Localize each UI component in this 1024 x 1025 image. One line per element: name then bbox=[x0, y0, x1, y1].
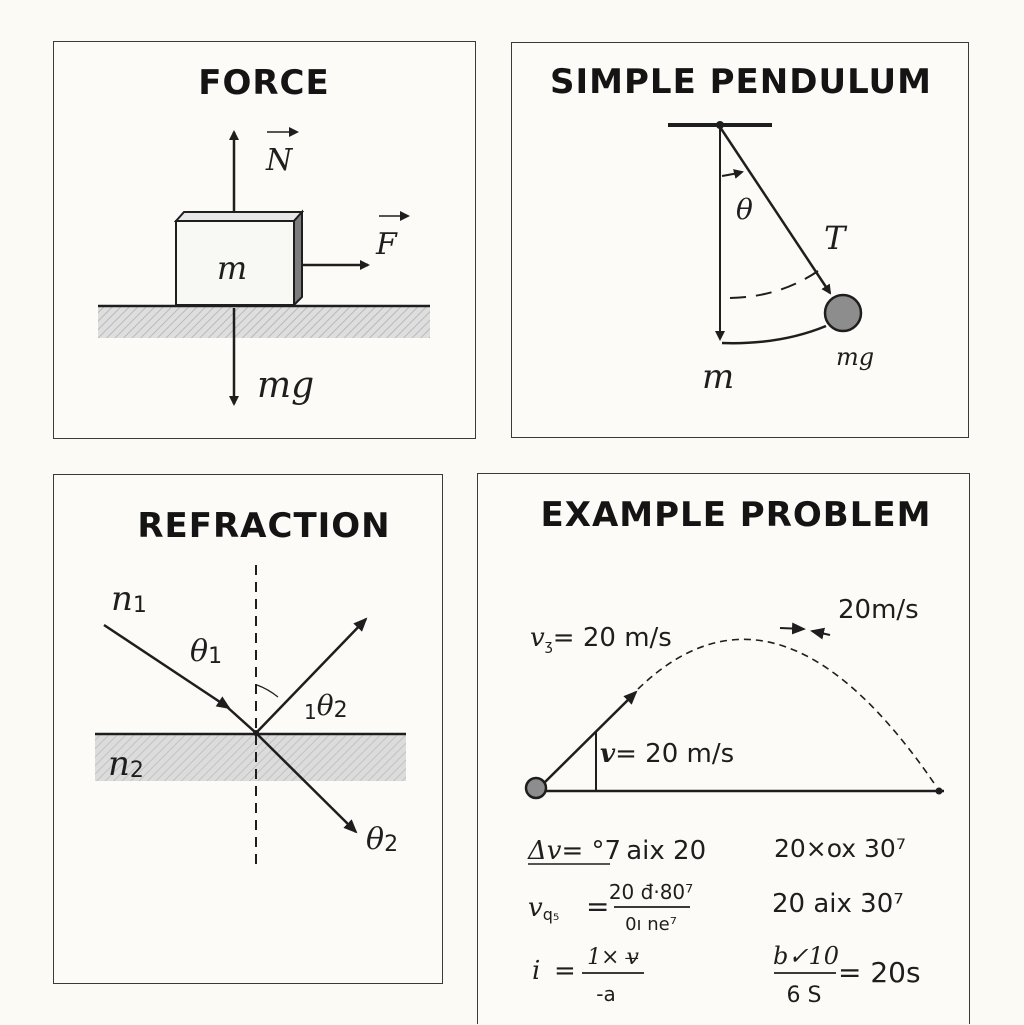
equation-2-numerator: 20 đ·80⁷ bbox=[609, 880, 693, 904]
block-side-face bbox=[293, 209, 303, 308]
pendulum-string bbox=[718, 126, 832, 295]
refraction-diagram: REFRACTION n1 θ1 1θ2 n2 θ2 bbox=[95, 506, 406, 870]
theta2-refract-label: θ2 bbox=[366, 822, 398, 857]
launch-velocity-arrow bbox=[541, 690, 638, 786]
trajectory-path bbox=[637, 638, 937, 787]
equation-3-equals: = bbox=[554, 956, 576, 986]
force-title: FORCE bbox=[198, 63, 330, 103]
reflected-ray bbox=[255, 617, 368, 734]
theta-label: θ bbox=[736, 193, 753, 226]
pendulum-diagram: SIMPLE PENDULUM θ T m mg bbox=[550, 62, 932, 397]
equation-3-left: i bbox=[532, 956, 540, 986]
mass-block bbox=[175, 220, 295, 306]
initial-velocity-label: vʒ= 20 m/s bbox=[530, 623, 672, 654]
equation-1: Δv= °7 aix 20 bbox=[527, 836, 706, 866]
example-problem-panel: EXAMPLE PROBLEM vʒ= 20 m/s 20m/s v= 20 m… bbox=[477, 473, 970, 1024]
angle-mark bbox=[256, 684, 279, 698]
force-diagram: FORCE m N F mg bbox=[98, 63, 430, 406]
theta1-label: θ1 bbox=[190, 634, 222, 669]
apex-arrow-left bbox=[810, 627, 831, 640]
incident-ray-tail bbox=[225, 705, 257, 734]
apex-arrow-right bbox=[779, 622, 806, 635]
force-panel: FORCE m N F mg bbox=[53, 41, 476, 439]
equation-1-col2: 20×ox 30⁷ bbox=[774, 834, 906, 863]
projectile bbox=[524, 776, 548, 800]
incidence-point bbox=[253, 730, 259, 736]
equation-2-col2: 20 aix 30⁷ bbox=[772, 889, 904, 919]
equation-3-result: = 20s bbox=[838, 956, 921, 989]
refracted-ray bbox=[255, 732, 358, 834]
vertical-velocity-label: v= 20 m/s bbox=[600, 739, 734, 769]
example-title: EXAMPLE PROBLEM bbox=[541, 495, 932, 535]
incident-ray-arrow bbox=[103, 623, 231, 710]
theta2-reflect-label: 1θ2 bbox=[304, 689, 348, 724]
equation-3-denominator: -a bbox=[596, 982, 615, 1006]
bob-weight-label: mg bbox=[836, 343, 874, 371]
example-problem-diagram: EXAMPLE PROBLEM vʒ= 20 m/s 20m/s v= 20 m… bbox=[524, 495, 944, 1008]
medium-2-region bbox=[95, 734, 406, 781]
equation-3-col2-numerator: b✓10 bbox=[773, 942, 839, 970]
n2-label: n2 bbox=[108, 744, 144, 784]
pendulum-panel: SIMPLE PENDULUM θ T m mg bbox=[511, 42, 969, 438]
pendulum-title: SIMPLE PENDULUM bbox=[550, 62, 932, 102]
n1-label: n1 bbox=[111, 579, 147, 619]
weight-label: mg bbox=[257, 365, 314, 406]
tension-label: T bbox=[824, 219, 848, 257]
apex-velocity-label: 20m/s bbox=[838, 595, 919, 625]
normal-force-label: N bbox=[265, 143, 294, 178]
ground-surface bbox=[98, 306, 430, 338]
refraction-panel: REFRACTION n1 θ1 1θ2 n2 θ2 bbox=[53, 474, 443, 984]
swing-arc bbox=[721, 324, 827, 345]
applied-force-label: F bbox=[375, 227, 398, 262]
mass-label: m bbox=[702, 357, 734, 397]
block-mass-label: m bbox=[217, 249, 247, 287]
angle-arc bbox=[721, 169, 744, 179]
landing-point bbox=[935, 787, 943, 795]
pivot-point bbox=[716, 121, 724, 129]
equation-2-left: vq₅ bbox=[528, 893, 559, 924]
equation-2-equals: = bbox=[586, 890, 609, 923]
equation-3-numerator: 1× v̶ bbox=[587, 945, 639, 970]
equation-2-denominator: 0ı ne⁷ bbox=[625, 914, 677, 935]
pendulum-bob bbox=[823, 293, 863, 333]
swing-path-dashed bbox=[729, 270, 819, 299]
block-top-face bbox=[173, 211, 305, 222]
refraction-title: REFRACTION bbox=[137, 506, 390, 546]
equation-3-col2-denominator: 6 S bbox=[787, 983, 822, 1008]
